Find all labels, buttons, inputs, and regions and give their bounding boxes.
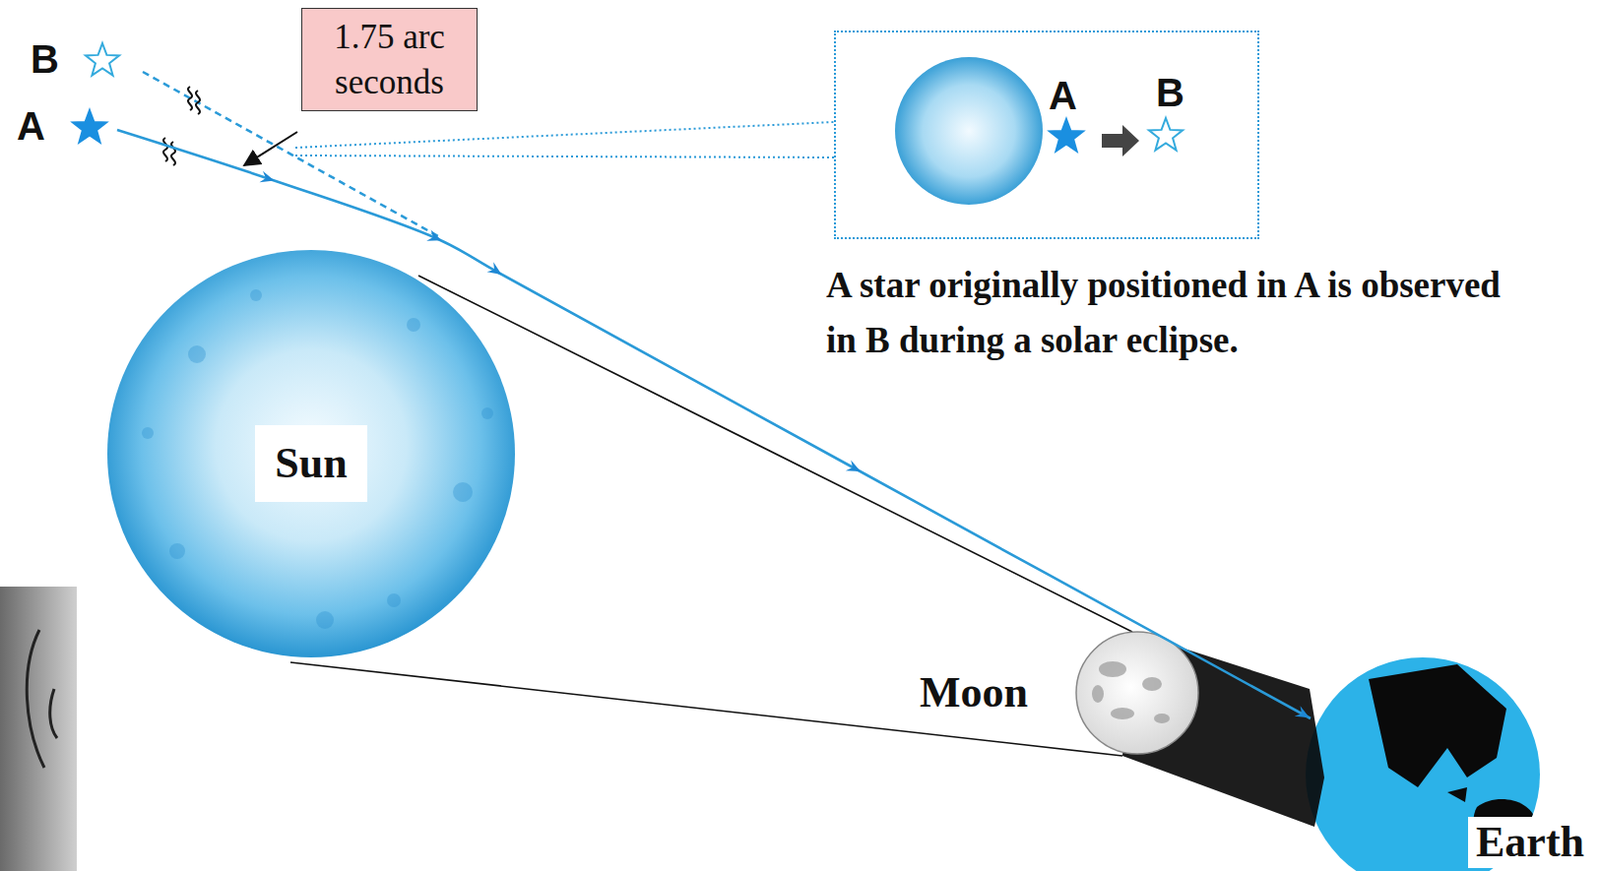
moon-craters <box>1091 661 1170 724</box>
node-label: A <box>1048 73 1078 118</box>
moon-node: Moon <box>915 632 1202 756</box>
ray-arrowhead <box>845 459 861 472</box>
node-label: 1.75 arc seconds <box>310 14 469 105</box>
sun-disc <box>107 250 515 658</box>
tangent-line <box>290 662 1123 757</box>
node-label: Sun <box>255 425 367 504</box>
light-ray <box>117 129 1311 719</box>
photo-fragment <box>0 586 77 871</box>
photo-detail <box>26 630 58 768</box>
node-label: Moon <box>915 668 1032 719</box>
moon-disc <box>1076 632 1199 755</box>
ray-arrowhead <box>426 230 442 242</box>
apparent-star <box>1149 118 1183 151</box>
sun-mottle <box>141 289 494 630</box>
earth-node: Earth <box>1305 657 1597 871</box>
inset-leader <box>295 122 834 148</box>
true-star <box>72 110 107 143</box>
ray-arrowhead <box>487 261 503 275</box>
ray-arrowhead <box>258 171 274 183</box>
apparent-star <box>85 43 120 76</box>
inset-box: AB <box>833 30 1260 240</box>
break-mark <box>188 86 200 115</box>
ray-arrowhead <box>1294 705 1310 718</box>
star-label: B <box>30 37 60 81</box>
node-label: Earth <box>1468 817 1593 869</box>
caption: A star originally positioned in A is obs… <box>826 257 1528 368</box>
inset-leader <box>295 155 834 158</box>
break-mark <box>163 137 176 166</box>
node-label: B <box>1155 70 1185 115</box>
star-label: A <box>16 104 46 148</box>
sun-node: Sun <box>107 250 515 678</box>
leader-arrow <box>244 131 298 166</box>
callout-box: 1.75 arc seconds <box>301 7 478 112</box>
shift-arrow <box>1101 125 1140 157</box>
inset-sun <box>895 57 1043 205</box>
true-star <box>1049 119 1084 152</box>
